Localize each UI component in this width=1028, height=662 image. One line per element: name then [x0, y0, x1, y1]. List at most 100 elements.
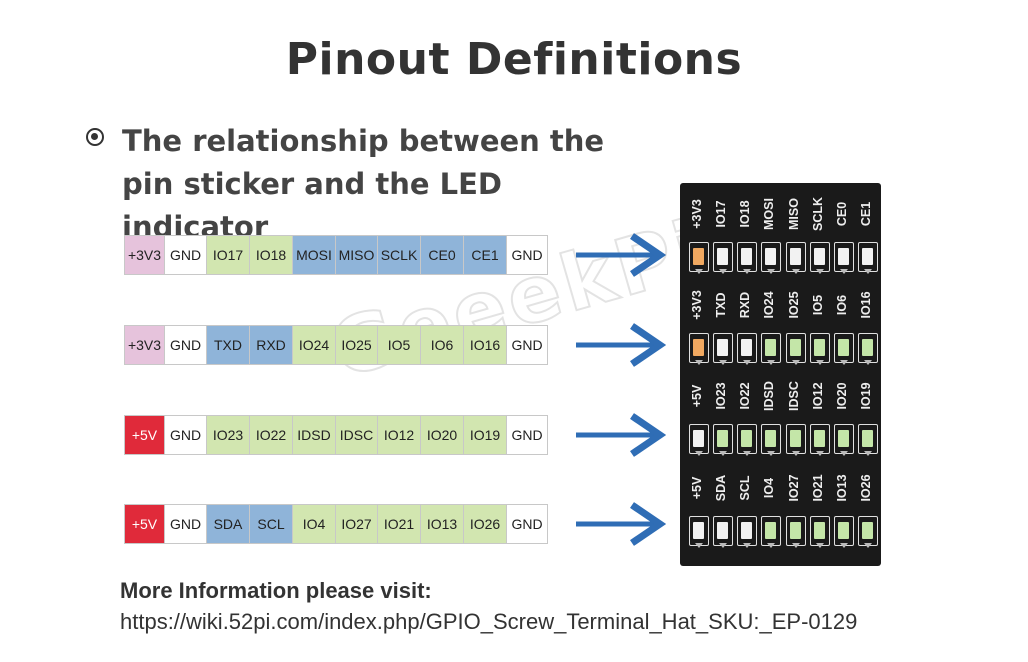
led-indicator: [858, 424, 878, 454]
board-pin-label: CE1: [856, 185, 876, 243]
board-pin-text: +5V: [690, 476, 704, 500]
led-indicator: [786, 516, 806, 546]
led-polarity-icon: [816, 451, 824, 456]
led-polarity-icon: [743, 451, 751, 456]
board-pin-label: IO20: [832, 367, 852, 425]
led-indicator: [737, 242, 757, 272]
led-light: [814, 248, 825, 265]
led-polarity-icon: [719, 543, 727, 548]
pin-label-cell: IDSC: [336, 416, 378, 454]
led-indicator: [834, 424, 854, 454]
led-polarity-icon: [719, 360, 727, 365]
led-polarity-icon: [767, 451, 775, 456]
led-indicator: [737, 424, 757, 454]
board-pin-label: CE0: [832, 185, 852, 243]
bullet-circle-icon: [86, 128, 104, 146]
led-indicator: [810, 516, 830, 546]
board-pin-text: IO12: [811, 382, 825, 410]
pin-label-cell: GND: [165, 326, 207, 364]
footer-link[interactable]: https://wiki.52pi.com/index.php/GPIO_Scr…: [120, 609, 858, 634]
pin-label-cell: IO23: [207, 416, 250, 454]
board-pin-text: IO4: [762, 477, 776, 499]
board-pin-label: SCLK: [808, 185, 828, 243]
led-polarity-icon: [840, 451, 848, 456]
led-light: [741, 522, 752, 539]
board-pin-label: IO17: [711, 185, 731, 243]
led-light: [693, 339, 704, 356]
led-light: [765, 339, 776, 356]
board-pin-text: MISO: [787, 198, 801, 230]
led-polarity-icon: [695, 360, 703, 365]
board-pin-text: IO20: [835, 382, 849, 410]
led-light: [717, 430, 728, 447]
board-pin-text: RXD: [738, 291, 752, 319]
board-pin-text: IO17: [714, 200, 728, 228]
pin-label-cell: IO25: [336, 326, 378, 364]
led-polarity-icon: [816, 543, 824, 548]
board-pin-text: +5V: [690, 384, 704, 408]
led-light: [862, 248, 873, 265]
led-light: [693, 248, 704, 265]
board-pin-text: SDA: [714, 474, 728, 502]
board-pin-text: TXD: [714, 292, 728, 318]
led-polarity-icon: [840, 360, 848, 365]
board-pin-label: IDSC: [784, 367, 804, 425]
board-pin-text: IO13: [835, 474, 849, 502]
board-pin-label: MISO: [784, 185, 804, 243]
led-indicator: [713, 424, 733, 454]
board-pin-text: IDSC: [787, 381, 801, 411]
pin-label-cell: SCL: [250, 505, 293, 543]
led-polarity-icon: [767, 269, 775, 274]
led-polarity-icon: [743, 360, 751, 365]
led-indicator: [858, 333, 878, 363]
led-polarity-icon: [792, 451, 800, 456]
board-pin-text: CE0: [835, 201, 849, 227]
pin-label-cell: CE0: [421, 236, 464, 274]
led-polarity-icon: [695, 269, 703, 274]
led-light: [717, 339, 728, 356]
led-polarity-icon: [695, 451, 703, 456]
led-polarity-icon: [792, 360, 800, 365]
pin-label-cell: IO4: [293, 505, 336, 543]
led-light: [765, 248, 776, 265]
board-pin-label: IDSD: [759, 367, 779, 425]
board-pin-label: +5V: [687, 367, 707, 425]
board-pin-label: IO13: [832, 459, 852, 517]
board-pin-label: IO6: [832, 276, 852, 334]
led-indicator: [713, 516, 733, 546]
pin-label-cell: GND: [507, 505, 547, 543]
right-arrow-icon: [576, 413, 666, 457]
led-indicator: [858, 516, 878, 546]
pin-label-cell: MOSI: [293, 236, 336, 274]
led-indicator: [786, 242, 806, 272]
led-indicator: [858, 242, 878, 272]
board-pin-text: SCL: [738, 475, 752, 501]
board-pin-label: +5V: [687, 459, 707, 517]
led-indicator: [689, 516, 709, 546]
pin-label-cell: TXD: [207, 326, 250, 364]
right-arrow-icon: [576, 502, 666, 546]
led-light: [765, 430, 776, 447]
pin-label-cell: GND: [165, 505, 207, 543]
led-indicator: [786, 333, 806, 363]
pin-label-cell: IO5: [378, 326, 421, 364]
board-pin-text: CE1: [859, 201, 873, 227]
led-light: [838, 522, 849, 539]
led-polarity-icon: [743, 543, 751, 548]
right-arrow-icon: [576, 233, 666, 277]
board-pin-label: IO18: [735, 185, 755, 243]
led-indicator: [810, 333, 830, 363]
board-pin-label: IO4: [759, 459, 779, 517]
pin-label-cell: IO6: [421, 326, 464, 364]
board-pin-label: IO23: [711, 367, 731, 425]
led-light: [790, 430, 801, 447]
led-light: [790, 248, 801, 265]
led-polarity-icon: [792, 543, 800, 548]
